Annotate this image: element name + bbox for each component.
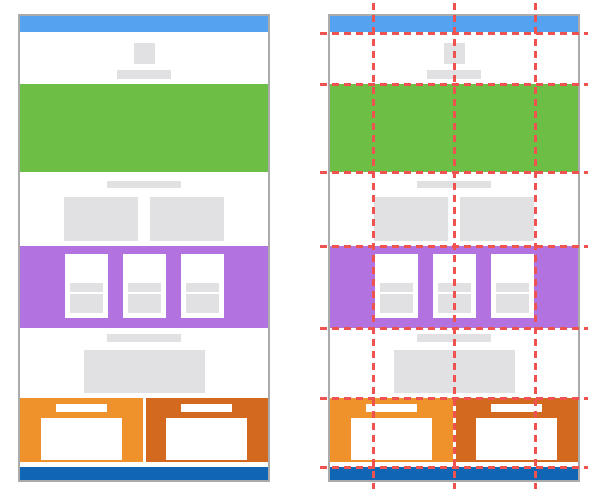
features-heading-placeholder	[107, 181, 181, 188]
cta-box-left	[20, 398, 143, 462]
footer-bar	[20, 467, 268, 480]
cta-box-right	[455, 398, 578, 462]
card-row	[20, 254, 268, 318]
card	[490, 254, 534, 318]
content-body-placeholder	[83, 350, 205, 393]
content-heading-placeholder	[417, 334, 491, 342]
cta-title-placeholder	[55, 404, 107, 412]
card	[432, 254, 476, 318]
logo-placeholder	[443, 43, 465, 64]
cta-title-placeholder	[181, 404, 233, 412]
cta-band	[20, 398, 268, 462]
card-body-placeholder	[127, 294, 161, 313]
tagline-placeholder	[427, 70, 481, 79]
card-title-placeholder	[127, 283, 161, 292]
card	[180, 254, 224, 318]
cta-body-placeholder	[476, 418, 558, 460]
wireframe-with-grid	[328, 14, 580, 482]
features-heading-placeholder	[417, 181, 491, 188]
tagline-placeholder	[117, 70, 171, 79]
features-row	[330, 172, 578, 246]
logo-area	[330, 32, 578, 84]
card-body-placeholder	[69, 294, 103, 313]
card-title-placeholder	[185, 283, 219, 292]
feature-box	[374, 197, 448, 241]
card-body-placeholder	[379, 294, 413, 313]
feature-box-row	[330, 197, 578, 241]
content-body-placeholder	[393, 350, 515, 393]
content-block	[20, 328, 268, 398]
features-row	[20, 172, 268, 246]
cards-band	[330, 246, 578, 328]
hero-band	[20, 84, 268, 172]
card	[64, 254, 108, 318]
card-title-placeholder	[495, 283, 529, 292]
card-body-placeholder	[495, 294, 529, 313]
footer-bar	[330, 467, 578, 480]
feature-box-row	[20, 197, 268, 241]
logo-placeholder	[133, 43, 155, 64]
feature-box	[460, 197, 534, 241]
content-block	[330, 328, 578, 398]
content-heading-placeholder	[107, 334, 181, 342]
cta-title-placeholder	[365, 404, 417, 412]
cta-box-right	[145, 398, 268, 462]
hero-band	[330, 84, 578, 172]
cta-body-placeholder	[166, 418, 248, 460]
wireframe-plain	[18, 14, 270, 482]
card-title-placeholder	[379, 283, 413, 292]
cta-body-placeholder	[40, 418, 122, 460]
card	[374, 254, 418, 318]
header-bar	[20, 16, 268, 32]
cta-title-placeholder	[491, 404, 543, 412]
card-body-placeholder	[437, 294, 471, 313]
card	[122, 254, 166, 318]
card-title-placeholder	[69, 283, 103, 292]
logo-area	[20, 32, 268, 84]
cta-body-placeholder	[350, 418, 432, 460]
card-body-placeholder	[185, 294, 219, 313]
header-bar	[330, 16, 578, 32]
feature-box	[150, 197, 224, 241]
card-title-placeholder	[437, 283, 471, 292]
feature-box	[64, 197, 138, 241]
cta-box-left	[330, 398, 453, 462]
card-row	[330, 254, 578, 318]
cards-band	[20, 246, 268, 328]
cta-band	[330, 398, 578, 462]
